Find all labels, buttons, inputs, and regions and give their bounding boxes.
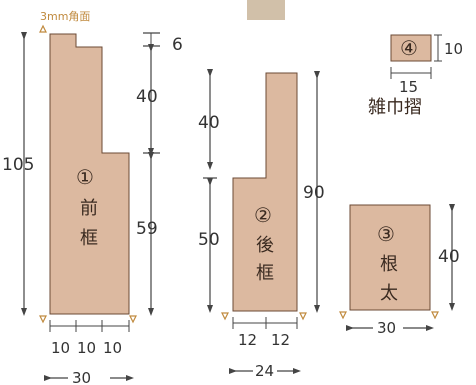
front-frame-name-1: 前 [80, 198, 98, 219]
dim-front-height: 105 [2, 155, 34, 175]
back-chamfer-right [299, 312, 307, 321]
zokin-shape [390, 34, 432, 62]
front-frame-shape [49, 33, 130, 315]
zokin-number: ④ [400, 36, 418, 60]
dim-front-width-2: 10 [77, 339, 96, 357]
part-back-frame: 40 50 90 ② 後 框 12 12 24 [198, 69, 325, 380]
back-frame-shape [232, 72, 298, 312]
dim-back-height: 90 [303, 183, 325, 203]
chamfer-mark-right [129, 315, 137, 324]
dim-front-top-notch: 6 [172, 35, 183, 55]
base-name-2: 太 [380, 283, 398, 304]
dim-back-lower: 50 [198, 230, 220, 250]
dim-front-width-total: 30 [72, 369, 91, 385]
base-number: ③ [377, 222, 395, 246]
dim-back-width-2: 12 [271, 331, 290, 349]
dim-zokin-width: 15 [399, 78, 418, 96]
background-block [247, 0, 285, 20]
dim-zokin-height: 10 [444, 40, 463, 58]
back-chamfer-left [221, 312, 229, 321]
part-front-frame: 3mm角面 105 6 40 59 ① 前 框 10 10 10 30 [2, 10, 183, 385]
base-shape [349, 204, 431, 311]
part-base: ③ 根 太 40 30 [339, 204, 460, 337]
back-frame-number: ② [254, 203, 272, 227]
chamfer-note: 3mm角面 [40, 10, 90, 23]
base-name-1: 根 [380, 254, 398, 275]
dim-back-upper: 40 [198, 113, 220, 133]
dim-front-width-3: 10 [103, 339, 122, 357]
chamfer-mark-left [39, 315, 47, 324]
part-zokin: ④ 10 15 雑巾摺 [368, 34, 463, 118]
base-chamfer-right [431, 311, 439, 320]
front-frame-name-2: 框 [80, 228, 98, 249]
chamfer-mark-top [39, 24, 47, 33]
dim-base-width: 30 [377, 319, 396, 337]
zokin-name: 雑巾摺 [368, 97, 422, 118]
front-frame-number: ① [76, 165, 94, 189]
dim-front-width-1: 10 [51, 339, 70, 357]
dim-front-lower: 59 [136, 219, 158, 239]
back-frame-name-1: 後 [256, 235, 274, 256]
back-frame-name-2: 框 [256, 263, 274, 284]
dim-base-height: 40 [438, 247, 460, 267]
dim-back-width-total: 24 [255, 362, 274, 380]
dim-back-width-1: 12 [238, 331, 257, 349]
base-chamfer-left [339, 311, 347, 320]
dim-front-upper: 40 [136, 87, 158, 107]
